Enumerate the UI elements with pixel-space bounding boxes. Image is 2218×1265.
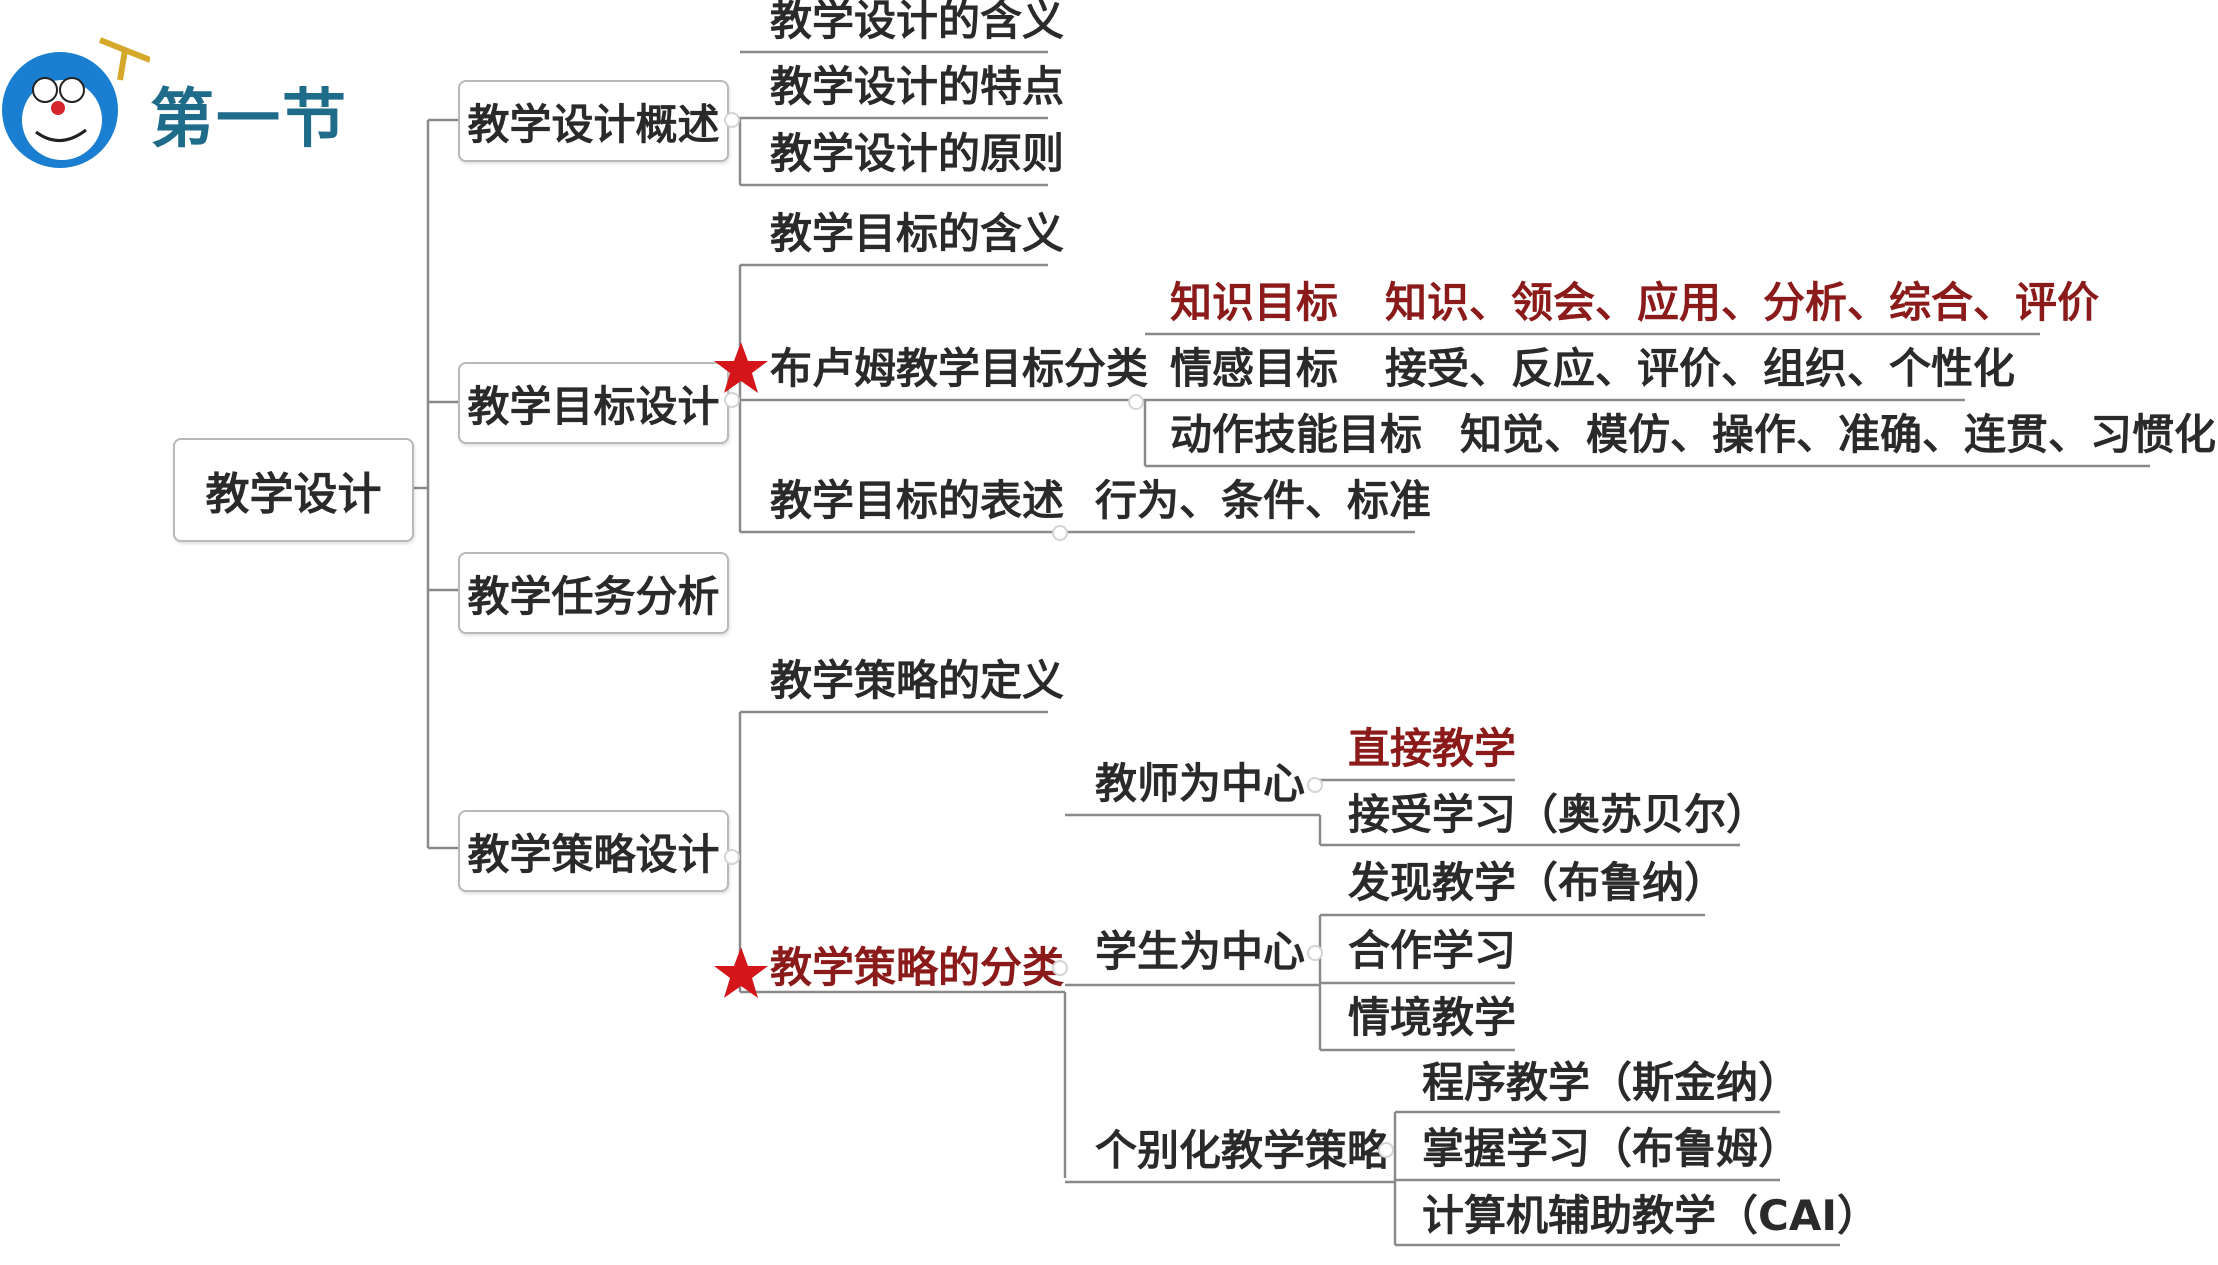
root-node[interactable]: 教学设计 [173,438,414,542]
node-bloom-affective-detail[interactable]: 接受、反应、评价、组织、个性化 [1385,344,2016,393]
node-bloom-motor-detail[interactable]: 知觉、模仿、操作、准确、连贯、习惯化 [1460,410,2217,459]
collapse-toggle[interactable] [1052,525,1068,541]
node-goal-design[interactable]: 教学目标设计 [458,362,729,444]
node-overview-features[interactable]: 教学设计的特点 [770,62,1065,111]
node-bloom[interactable]: 布卢姆教学目标分类 [770,344,1149,393]
node-overview[interactable]: 教学设计概述 [458,80,729,162]
collapse-toggle[interactable] [724,392,740,408]
node-cai[interactable]: 计算机辅助教学（CAI） [1422,1191,1879,1240]
node-bloom-motor[interactable]: 动作技能目标 [1170,410,1423,459]
collapse-toggle[interactable] [1128,394,1144,410]
node-mastery-learning[interactable]: 掌握学习（布鲁姆） [1422,1124,1801,1173]
collapse-toggle[interactable] [1378,1142,1394,1158]
collapse-toggle[interactable] [724,849,740,865]
section-title: 第一节 [150,83,348,157]
node-individualized[interactable]: 个别化教学策略 [1095,1126,1390,1175]
collapse-toggle[interactable] [1052,960,1068,976]
node-goal-meaning[interactable]: 教学目标的含义 [770,209,1065,258]
node-goal-design-label: 教学目标设计 [467,381,720,431]
collapse-toggle[interactable] [724,112,740,128]
node-overview-meaning[interactable]: 教学设计的含义 [770,0,1065,45]
root-label: 教学设计 [205,469,382,520]
node-teacher-centered[interactable]: 教师为中心 [1095,759,1306,808]
node-task-analysis[interactable]: 教学任务分析 [458,552,729,634]
node-cooperative-learning[interactable]: 合作学习 [1348,926,1517,975]
node-strategy-classification[interactable]: 教学策略的分类 [770,943,1065,992]
collapse-toggle[interactable] [1307,777,1323,793]
node-bloom-knowledge[interactable]: 知识目标 [1170,278,1339,327]
node-direct-instruction[interactable]: 直接教学 [1348,724,1517,773]
node-programmed-instruction[interactable]: 程序教学（斯金纳） [1422,1058,1801,1107]
node-overview-label: 教学设计概述 [467,99,720,149]
node-student-centered[interactable]: 学生为中心 [1095,927,1306,976]
star-icon [713,945,769,1001]
node-strategy-definition[interactable]: 教学策略的定义 [770,656,1065,705]
node-strategy-design[interactable]: 教学策略设计 [458,810,729,892]
node-discovery-teaching[interactable]: 发现教学（布鲁纳） [1348,858,1727,907]
collapse-toggle[interactable] [1307,945,1323,961]
node-situational-teaching[interactable]: 情境教学 [1348,993,1517,1042]
doraemon-logo [0,20,152,170]
node-task-analysis-label: 教学任务分析 [467,571,720,621]
node-overview-principles[interactable]: 教学设计的原则 [770,129,1065,178]
node-goal-expression-detail[interactable]: 行为、条件、标准 [1095,476,1432,525]
node-bloom-knowledge-detail[interactable]: 知识、领会、应用、分析、综合、评价 [1385,278,2100,327]
node-strategy-design-label: 教学策略设计 [467,829,720,879]
node-bloom-affective[interactable]: 情感目标 [1170,344,1339,393]
star-icon [713,340,769,396]
node-reception-learning[interactable]: 接受学习（奥苏贝尔） [1348,790,1769,839]
node-goal-expression[interactable]: 教学目标的表述 [770,476,1065,525]
